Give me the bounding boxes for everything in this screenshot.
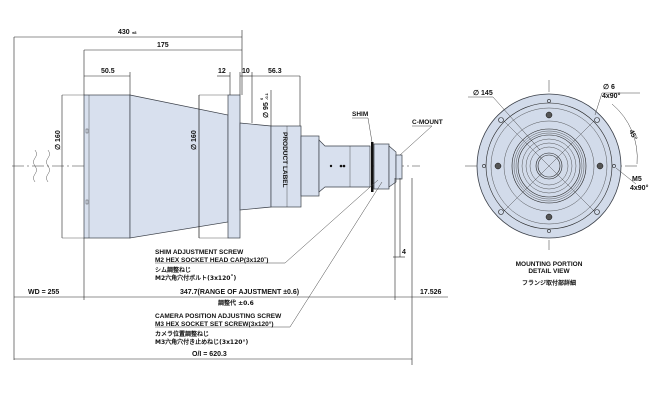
lens-rear-body xyxy=(239,122,272,211)
dim-range-jp: 調整代 ±0.6 xyxy=(218,299,254,307)
detail-title-2: DETAIL VIEW xyxy=(528,268,570,275)
detail-thread-pattern: 4x90° xyxy=(630,184,649,192)
dim-front-step: 50.5 xyxy=(101,68,115,75)
lens-mount-flange xyxy=(227,94,241,239)
shim-screw-title: SHIM ADJUSTMENT SCREW xyxy=(155,249,244,256)
dim-overall-oi: O/I = 620.3 xyxy=(192,351,227,358)
dim-overall-length: 430 xyxy=(118,29,130,36)
cam-screw-jp2: M3六角穴付き止めねじ(3x120°) xyxy=(155,338,248,346)
c-mount xyxy=(395,154,403,180)
cam-screw-title: CAMERA POSITION ADJUSTING SCREW xyxy=(155,313,282,320)
camera-adapter xyxy=(373,143,390,190)
svg-text:-0.1: -0.1 xyxy=(264,92,269,100)
detail-hole-pattern: 4x90° xyxy=(602,92,621,100)
shim-screw-spec: M2 HEX SOCKET HEAD CAP(3x120˚) xyxy=(155,256,268,264)
lens-rear-step xyxy=(300,135,320,197)
lens-front-barrel xyxy=(83,94,131,239)
shim xyxy=(371,142,374,192)
dim-flange-10: 10 xyxy=(242,68,250,75)
mounting-detail-view xyxy=(465,80,640,250)
detail-title-jp: フランジ取付部詳細 xyxy=(522,279,576,287)
dim-range: 347.7(RANGE OF AJUSTMENT ±0.6) xyxy=(180,289,299,296)
detail-angle: 45° xyxy=(627,128,639,141)
dim-tail-56: 56.3 xyxy=(268,68,282,75)
dimension-lines: 430 ±8 175 50.5 12 10 56.3 ∅ 95 0 -0.1 ∅… xyxy=(13,29,448,365)
dim-wd: WD = 255 xyxy=(28,289,59,296)
cam-screw-jp1: カメラ位置調整ねじ xyxy=(155,330,209,338)
dim-gap-4: 4 xyxy=(402,249,406,256)
svg-text:0: 0 xyxy=(259,97,264,100)
break-mark xyxy=(33,149,37,183)
detail-dia-145: ∅ 145 xyxy=(473,89,493,97)
dim-dia-front: ∅ 160 xyxy=(54,130,62,150)
shim-label: SHIM xyxy=(352,111,368,118)
c-mount-label: C-MOUNT xyxy=(412,119,443,126)
dim-rear-length: 175 xyxy=(157,42,169,49)
callouts: SHIM C-MOUNT SHIM ADJUSTMENT SCREW M2 HE… xyxy=(155,111,443,346)
break-mark xyxy=(46,149,50,183)
dim-flange-12: 12 xyxy=(218,68,226,75)
cam-screw-spec: M3 HEX SOCKET SET SCREW(3x120°) xyxy=(155,320,274,328)
dim-overall-length-tol: ±8 xyxy=(132,30,137,35)
dim-backfocus: 17.526 xyxy=(420,289,442,296)
lens-conical-body xyxy=(129,94,229,239)
detail-callouts: ∅ 145 ∅ 6 4x90° 45° M5 4x90° xyxy=(468,83,649,192)
product-label-text: PRODUCT LABEL xyxy=(281,132,288,188)
detail-hole-dia: ∅ 6 xyxy=(603,83,615,91)
dim-dia-mid: ∅ 160 xyxy=(190,130,198,150)
dim-dia-95: ∅ 95 xyxy=(262,102,270,118)
lens-side-view: PRODUCT LABEL xyxy=(12,94,420,239)
detail-thread: M5 xyxy=(632,176,642,183)
detail-title-1: MOUNTING PORTION xyxy=(516,261,583,268)
shim-screw-jp1: シム調整ねじ xyxy=(155,266,191,274)
shim-screw-jp2: M2六角穴付ボルト(3x120˚) xyxy=(155,274,236,282)
